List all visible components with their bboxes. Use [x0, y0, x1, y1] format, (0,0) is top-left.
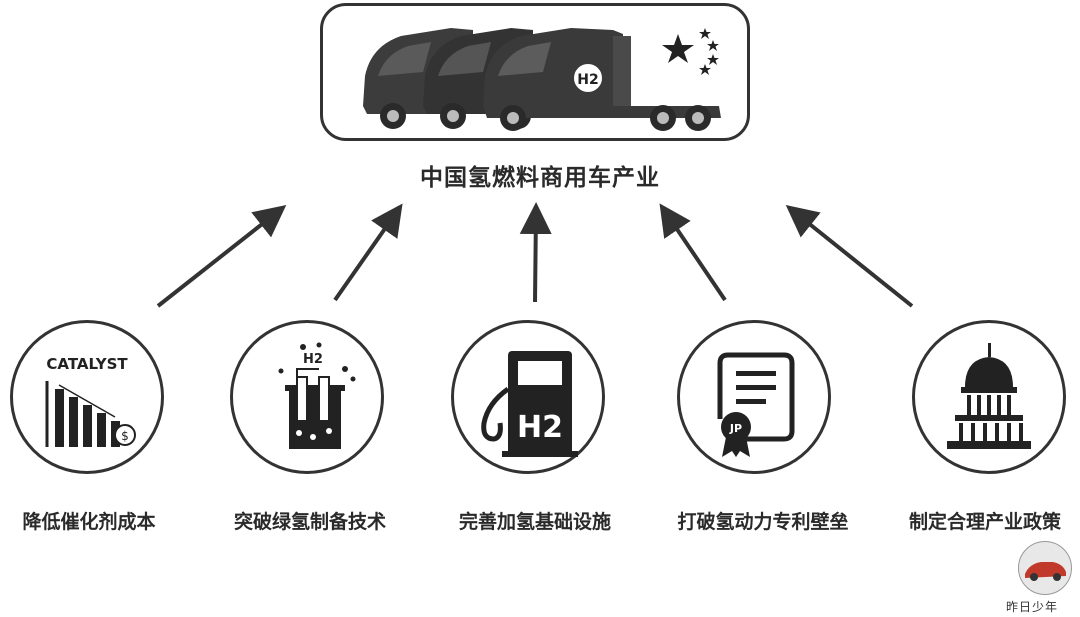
svg-text:$: $ — [121, 429, 129, 443]
patent-certificate-icon: JP — [717, 352, 795, 457]
catalyst-cost-chart-icon: CATALYST $ — [45, 355, 136, 447]
factor-label-green-hydrogen: 突破绿氢制备技术 — [233, 511, 386, 533]
factor-label-catalyst: 降低催化剂成本 — [22, 511, 156, 533]
factor-circle-infrastructure: H2 — [451, 320, 605, 474]
hydrogen-fuel-pump-icon: H2 — [481, 351, 578, 457]
beaker-icon-text: H2 — [303, 352, 323, 367]
factor-label-infrastructure: 完善加氢基础设施 — [458, 511, 611, 533]
arrow-1 — [156, 205, 287, 308]
factor-label-policy: 制定合理产业政策 — [908, 511, 1061, 533]
arrow-2 — [333, 203, 403, 302]
factor-circle-patent: JP — [677, 320, 831, 474]
watermark-text: 昨日少年 — [1006, 600, 1059, 614]
arrow-4 — [659, 203, 727, 302]
diagram-title: 中国氢燃料商用车产业 — [420, 165, 660, 191]
china-flag-stars-icon — [662, 28, 719, 75]
factor-circle-green-hydrogen: H2 — [230, 320, 384, 474]
watermark-car-logo — [1018, 541, 1072, 595]
capitol-building-icon — [947, 343, 1031, 449]
factor-circle-policy — [912, 320, 1066, 474]
catalyst-icon-text: CATALYST — [46, 355, 128, 373]
hydrogen-lab-beaker-icon: H2 — [278, 342, 356, 449]
factor-label-patent: 打破氢动力专利壁垒 — [677, 511, 849, 533]
arrow-5 — [785, 205, 914, 308]
hydrogen-trucks-illustration: H2 — [363, 28, 721, 131]
red-sports-car-icon — [1025, 562, 1066, 581]
patent-icon-text: JP — [729, 422, 742, 435]
hero-truck-panel: H2 — [320, 3, 750, 141]
truck-silhouette-3 — [483, 28, 721, 131]
truck-h2-badge: H2 — [577, 72, 598, 88]
factor-circle-catalyst: CATALYST $ — [10, 320, 164, 474]
pump-icon-text: H2 — [517, 410, 563, 445]
arrow-3 — [519, 202, 552, 303]
